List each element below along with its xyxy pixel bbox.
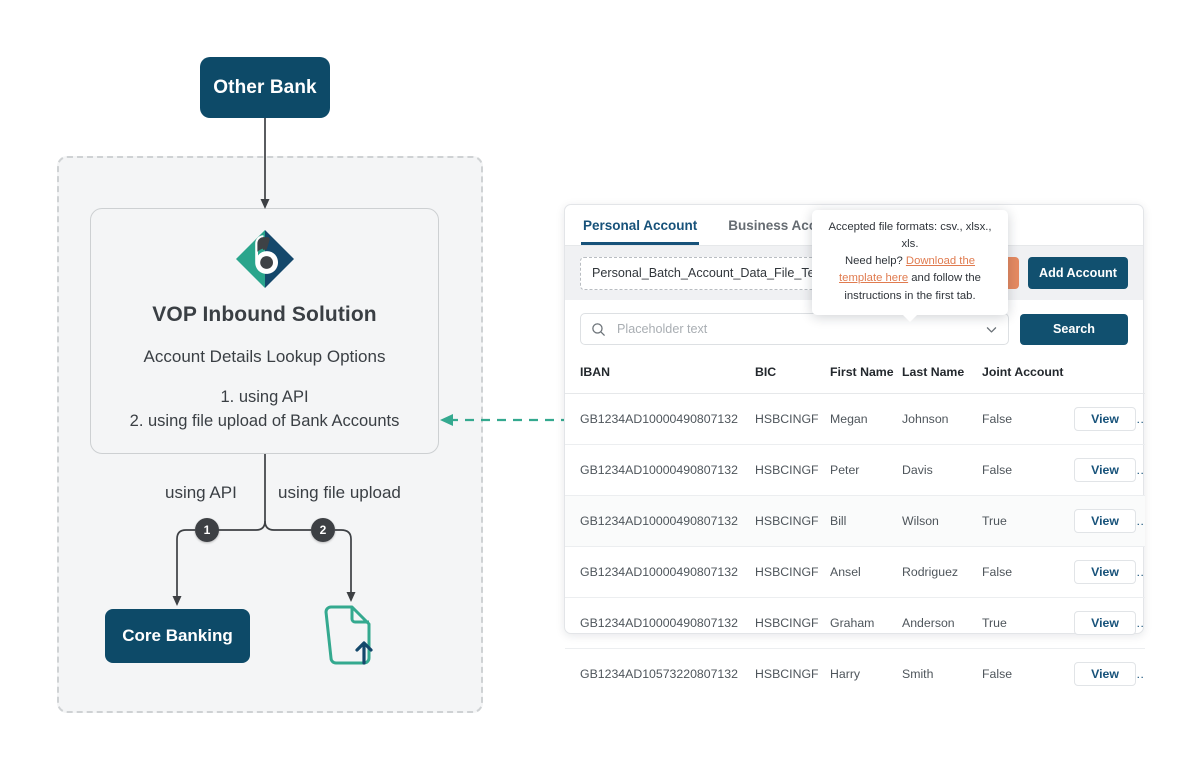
cell-last-name: Smith (902, 667, 934, 681)
table-row[interactable]: GB1234AD10000490807132 HSBCINGF Bill Wil… (565, 495, 1145, 547)
other-bank-node: Other Bank (200, 57, 330, 118)
cell-first-name: Harry (830, 667, 861, 681)
view-button[interactable]: View (1074, 458, 1136, 482)
other-bank-label: Other Bank (213, 76, 317, 98)
add-account-button[interactable]: Add Account (1028, 257, 1128, 289)
cell-joint-account: False (982, 667, 1013, 681)
tooltip-line-2-suffix: and follow the instructions in the first… (844, 272, 981, 302)
table-row[interactable]: GB1234AD10000490807132 HSBCINGF Peter Da… (565, 444, 1145, 496)
file-upload-icon (324, 605, 373, 665)
accounts-table-body: GB1234AD10000490807132 HSBCINGF Megan Jo… (565, 393, 1145, 700)
cell-actions: View (1074, 649, 1145, 700)
cell-joint-account: True (982, 495, 1074, 547)
cell-last-name: Rodriguez (902, 546, 982, 598)
cell-last-name: Johnson (902, 393, 982, 445)
cell-actions: View (1074, 444, 1145, 496)
cell-last-name: Wilson (902, 495, 982, 547)
table-row[interactable]: GB1234AD10000490807132 HSBCINGF Ansel Ro… (565, 546, 1145, 598)
download-template-link[interactable]: Download the template here (839, 255, 976, 285)
cell-bic: HSBCINGF (755, 444, 830, 496)
column-header-last-name: Last Name (902, 358, 982, 394)
column-header-first-name: First Name (830, 358, 902, 394)
cell-iban: GB1234AD10000490807132 (565, 393, 755, 445)
vop-inbound-solution-card: VOP Inbound Solution Account Details Loo… (90, 208, 439, 454)
column-header-joint-account: Joint Account (982, 358, 1074, 394)
tooltip-line-1: Accepted file formats: csv., xlsx., xls. (828, 221, 992, 251)
step-badge-1: 1 (195, 518, 219, 542)
cell-bic: HSBCINGF (755, 597, 830, 649)
column-header-iban: IBAN (565, 358, 755, 394)
vop-title: VOP Inbound Solution (152, 303, 377, 326)
cell-first-name: Ansel (830, 546, 902, 598)
cell-first-name: Megan (830, 393, 902, 445)
file-toolbar: Accepted file formats: csv., xlsx., xls.… (565, 210, 1143, 322)
tooltip-line-2-prefix: Need help? (844, 255, 906, 268)
vop-option-2: 2. using file upload of Bank Accounts (129, 411, 400, 430)
core-banking-node: Core Banking (105, 609, 250, 663)
brand-logo-icon (235, 230, 294, 288)
file-format-tooltip: Accepted file formats: csv., xlsx., xls.… (812, 210, 1008, 322)
table-row[interactable]: GB1234AD10000490807132 HSBCINGF Graham A… (565, 597, 1145, 649)
chevron-down-icon[interactable] (985, 323, 998, 336)
file-upload-node (322, 604, 380, 666)
cell-iban: GB1234AD10000490807132 (565, 597, 755, 649)
cell-actions: View (1074, 546, 1145, 598)
cell-last-name: Davis (902, 444, 982, 496)
cell-iban: GB1234AD10000490807132 (565, 444, 755, 496)
table-row[interactable]: GB1234AD10573220807132 HSBCINGF Harry Sm… (565, 649, 1145, 700)
view-button[interactable]: View (1074, 662, 1136, 686)
brand-logo (233, 227, 297, 291)
cell-bic: HSBCINGF (755, 667, 819, 681)
cell-actions: View (1074, 597, 1145, 649)
vop-options: 1. using API 2. using file upload of Ban… (130, 386, 400, 434)
vop-option-1: 1. using API (220, 388, 309, 406)
cell-joint-account: True (982, 597, 1074, 649)
cell-actions: View (1074, 495, 1145, 547)
view-button[interactable]: View (1074, 560, 1136, 584)
cell-bic: HSBCINGF (755, 495, 830, 547)
table-header-row: IBAN BIC First Name Last Name Joint Acco… (565, 358, 1145, 394)
cell-joint-account: False (982, 393, 1074, 445)
cell-first-name: Bill (830, 495, 902, 547)
column-header-bic: BIC (755, 358, 830, 394)
view-button[interactable]: View (1074, 509, 1136, 533)
cell-last-name: Anderson (902, 597, 982, 649)
core-banking-label: Core Banking (122, 626, 233, 645)
step-badge-2: 2 (311, 518, 335, 542)
accounts-panel: Personal Account Business Account Accept… (564, 204, 1145, 686)
accounts-table: IBAN BIC First Name Last Name Joint Acco… (565, 358, 1145, 699)
vop-subtitle: Account Details Lookup Options (143, 347, 386, 366)
branch-label-using-file-upload: using file upload (278, 483, 401, 502)
cell-first-name: Graham (830, 597, 902, 649)
cell-bic: HSBCINGF (755, 393, 830, 445)
tab-personal-account[interactable]: Personal Account (581, 218, 700, 245)
magnifier-icon (592, 322, 605, 336)
branch-label-using-api: using API (165, 483, 237, 502)
search-button[interactable]: Search (1020, 313, 1128, 345)
cell-first-name: Peter (830, 444, 902, 496)
column-header-actions (1074, 358, 1145, 394)
view-button[interactable]: View (1074, 407, 1136, 431)
cell-joint-account: False (982, 444, 1074, 496)
view-button[interactable]: View (1074, 611, 1136, 635)
cell-actions: View (1074, 393, 1145, 445)
search-input[interactable] (615, 321, 985, 337)
cell-joint-account: False (982, 546, 1074, 598)
table-row[interactable]: GB1234AD10000490807132 HSBCINGF Megan Jo… (565, 393, 1145, 445)
cell-iban: GB1234AD10000490807132 (565, 546, 755, 598)
cell-bic: HSBCINGF (755, 546, 830, 598)
cell-iban: GB1234AD10000490807132 (565, 495, 755, 547)
search-field[interactable] (580, 313, 1009, 345)
cell-iban: GB1234AD10573220807132 (580, 667, 738, 681)
